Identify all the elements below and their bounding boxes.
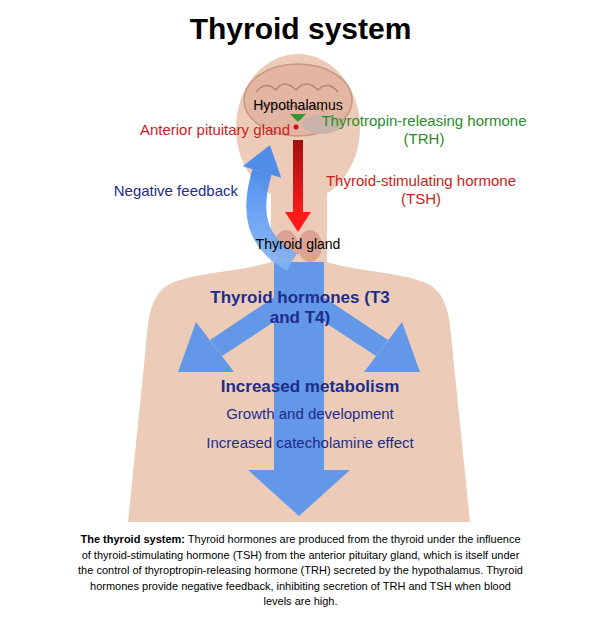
metabolism-label: Increased metabolism bbox=[150, 377, 470, 397]
hypothalamus-label: Hypothalamus bbox=[228, 97, 368, 114]
growth-label: Growth and development bbox=[150, 405, 470, 423]
feedback-label: Negative feedback bbox=[96, 182, 238, 200]
diagram-title: Thyroid system bbox=[0, 12, 601, 46]
down-arrow-head bbox=[248, 470, 350, 516]
pituitary-dot bbox=[294, 125, 299, 130]
trh-label: Thyrotropin-releasing hormone (TRH) bbox=[304, 112, 544, 148]
tsh-label: Thyroid-stimulating hormone (TSH) bbox=[306, 172, 536, 208]
thyroid-gland-label: Thyroid gland bbox=[228, 236, 368, 253]
tsh-arrow bbox=[285, 140, 311, 232]
left-arrow-head bbox=[178, 322, 234, 372]
hormones-label: Thyroid hormones (T3 and T4) bbox=[198, 288, 402, 329]
right-arrow-head bbox=[364, 322, 420, 372]
catecholamine-label: Increased catecholamine effect bbox=[150, 434, 470, 452]
torso bbox=[128, 262, 470, 522]
figure-caption: The thyroid system: Thyroid hormones are… bbox=[78, 532, 523, 610]
pituitary-label: Anterior pituitary gland bbox=[100, 121, 290, 139]
hypothalamus-mark bbox=[290, 114, 306, 122]
